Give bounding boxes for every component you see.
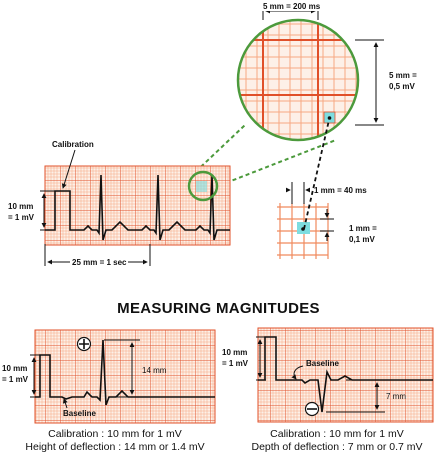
section-heading: MEASURING MAGNITUDES [117,300,320,317]
small-grid-height-label-2: 0,1 mV [349,235,375,244]
positive-caption-2: Height of deflection : 14 mm or 1.4 mV [25,441,205,453]
negative-deflection-label: 7 mm [386,392,406,401]
negative-strip [257,327,434,423]
negative-height-label-1: 10 mm [222,348,248,357]
positive-dimensions [30,339,140,409]
negative-trace [258,336,433,413]
negative-dimensions [256,336,385,413]
ecg-trace [45,174,230,241]
main-height-label-1: 10 mm [8,202,34,211]
magnifier-width-label: 5 mm = 200 ms [262,2,322,11]
positive-height-label-1: 10 mm [2,364,28,373]
positive-strip [34,329,216,424]
negative-height-label-2: = 1 mV [222,359,249,368]
magnifier [236,18,360,142]
negative-baseline-label: Baseline [306,359,339,368]
negative-caption-2: Depth of deflection : 7 mm or 0.7 mV [251,441,423,453]
negative-caption-1: Calibration : 10 mm for 1 mV [270,428,404,440]
positive-height-label-2: = 1 mV [2,375,29,384]
main-width-label: 25 mm = 1 sec [70,258,129,267]
main-ecg-strip [44,165,231,246]
small-grid-width-label: 1 mm = 40 ms [314,186,367,195]
magnifier-height-label-1: 5 mm = [389,71,417,80]
positive-caption-1: Calibration : 10 mm for 1 mV [48,428,182,440]
magnifier-height-label-2: 0,5 mV [389,82,415,91]
small-grid [277,119,330,259]
calibration-label: Calibration [52,140,94,149]
small-grid-height-label-1: 1 mm = [349,224,377,233]
positive-baseline-label: Baseline [63,409,96,418]
small-grid-dimensions [285,182,334,241]
main-height-label-2: = 1 mV [8,213,35,222]
positive-deflection-label: 14 mm [142,366,167,375]
